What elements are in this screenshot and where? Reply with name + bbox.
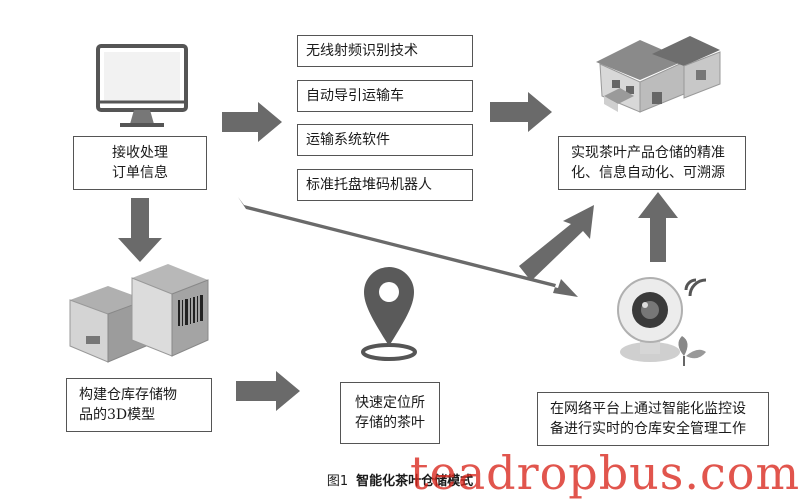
order-box-line-2: 订单信息 — [112, 165, 168, 181]
goal-box: 实现茶叶产品仓储的精准 化、信息自动化、可溯源 — [558, 136, 746, 190]
figure-title: 智能化茶叶仓储模式 — [356, 474, 474, 489]
surveillance-camera-icon — [617, 277, 707, 366]
tech-box-agv: 自动导引运输车 — [297, 80, 473, 112]
arrow-monitor-to-goal — [638, 192, 678, 262]
locate-box-line-2: 存储的茶叶 — [355, 415, 425, 431]
tech-box-software: 运输系统软件 — [297, 124, 473, 156]
model-box-line-2: 品的3D模型 — [79, 407, 156, 423]
arrow-order-to-model — [118, 198, 162, 262]
tech-box-software-label: 运输系统软件 — [306, 132, 390, 148]
tech-box-robot: 标准托盘堆码机器人 — [297, 169, 473, 201]
order-box-line-1: 接收处理 — [112, 145, 168, 161]
location-pin-icon — [361, 267, 417, 361]
figure-number: 图1 — [326, 474, 349, 489]
arrow-locate-to-goal — [519, 205, 594, 281]
monitor-box-line-2: 备进行实时的仓库安全管理工作 — [550, 421, 746, 437]
goal-box-line-2: 化、信息自动化、可溯源 — [571, 165, 725, 181]
arrow-order-to-tech — [222, 102, 282, 142]
monitor-box-line-1: 在网络平台上通过智能化监控设 — [550, 401, 746, 417]
tech-box-rfid-label: 无线射频识别技术 — [306, 43, 418, 59]
flow-arrows — [118, 92, 678, 411]
figure-caption: 图1 智能化茶叶仓储模式 — [0, 470, 800, 489]
cardboard-boxes-icon — [69, 264, 209, 363]
arrow-order-to-monitor — [238, 197, 578, 297]
tech-box-robot-label: 标准托盘堆码机器人 — [306, 177, 432, 193]
tech-box-agv-label: 自动导引运输车 — [306, 88, 404, 104]
locate-box: 快速定位所 存储的茶叶 — [340, 382, 440, 444]
locate-box-line-1: 快速定位所 — [355, 395, 425, 411]
tech-box-rfid: 无线射频识别技术 — [297, 35, 473, 67]
monitor-box: 在网络平台上通过智能化监控设 备进行实时的仓库安全管理工作 — [537, 392, 769, 446]
model-box: 构建仓库存储物 品的3D模型 — [66, 378, 212, 432]
site-watermark: teadropbus.com — [410, 446, 800, 500]
computer-monitor-icon — [96, 44, 188, 127]
order-processing-box: 接收处理 订单信息 — [73, 136, 207, 190]
goal-box-line-1: 实现茶叶产品仓储的精准 — [571, 145, 725, 161]
warehouse-icon — [596, 36, 721, 113]
arrow-tech-to-goal — [490, 92, 552, 132]
arrow-model-to-locate — [236, 371, 300, 411]
model-box-line-1: 构建仓库存储物 — [79, 387, 177, 403]
